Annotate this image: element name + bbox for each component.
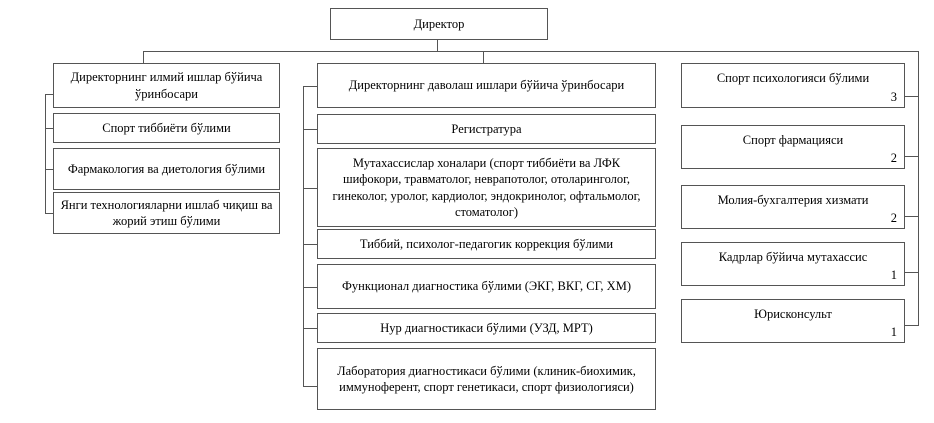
- node-left-2: Фармакология ва диетология бўлими: [53, 148, 280, 190]
- node-center-1: Регистратура: [317, 114, 656, 144]
- node-label: Фармакология ва диетология бўлими: [67, 161, 266, 176]
- connector-center-stub-1: [303, 129, 318, 130]
- connector-right-stub-3: [905, 272, 919, 273]
- connector-center-stub-0: [303, 86, 318, 87]
- connector-right-stub-2: [905, 216, 919, 217]
- node-label: Лаборатория диагностикаси бўлими (клиник…: [337, 363, 636, 395]
- node-count: 2: [890, 150, 897, 165]
- connector-center-stub-2: [303, 188, 318, 189]
- node-left-3: Янги технологияларни ишлаб чиқиш ва жори…: [53, 192, 280, 234]
- node-center-4: Функционал диагностика бўлими (ЭКГ, ВКГ,…: [317, 264, 656, 309]
- connector-main-bus: [143, 51, 919, 52]
- connector-left-stub-2: [45, 169, 54, 170]
- node-count: 1: [890, 267, 897, 282]
- node-label: Янги технологияларни ишлаб чиқиш ва жори…: [60, 197, 273, 229]
- node-center-2: Мутахассислар хоналари (спорт тиббиёти в…: [317, 148, 656, 227]
- node-center-3: Тиббий, психолог-педагогик коррекция бўл…: [317, 229, 656, 259]
- node-left-0: Директорнинг илмий ишлар бўйича ўринбоса…: [53, 63, 280, 108]
- connector-center-stub-5: [303, 328, 318, 329]
- node-right-2: Молия-бухгалтерия хизмати 2: [681, 185, 905, 229]
- node-count: 2: [890, 210, 897, 225]
- node-count: 1: [890, 324, 897, 339]
- node-count: 3: [890, 89, 897, 104]
- node-label: Директорнинг илмий ишлар бўйича ўринбоса…: [70, 70, 263, 101]
- node-right-4: Юрисконсульт 1: [681, 299, 905, 343]
- node-label: Спорт психологияси бўлими: [716, 71, 870, 85]
- node-label: Нур диагностикаси бўлими (УЗД, МРТ): [380, 320, 593, 335]
- connector-center-stub-4: [303, 287, 318, 288]
- connector-bus-to-center-branch: [483, 51, 484, 63]
- connector-director-drop: [437, 40, 438, 51]
- node-label: Тиббий, психолог-педагогик коррекция бўл…: [359, 236, 614, 251]
- node-center-5: Нур диагностикаси бўлими (УЗД, МРТ): [317, 313, 656, 343]
- node-director: Директор: [330, 8, 548, 40]
- node-label: Кадрлар бўйича мутахассис: [718, 250, 868, 264]
- node-right-1: Спорт фармацияси 2: [681, 125, 905, 169]
- connector-left-stub-1: [45, 128, 54, 129]
- node-right-3: Кадрлар бўйича мутахассис 1: [681, 242, 905, 286]
- connector-left-stub-3: [45, 213, 54, 214]
- node-label: Директорнинг даволаш ишлари бўйича ўринб…: [348, 78, 625, 93]
- node-center-6: Лаборатория диагностикаси бўлими (клиник…: [317, 348, 656, 410]
- node-center-0: Директорнинг даволаш ишлари бўйича ўринб…: [317, 63, 656, 108]
- node-label: Мутахассислар хоналари (спорт тиббиёти в…: [332, 155, 641, 220]
- node-label: Молия-бухгалтерия хизмати: [717, 193, 869, 207]
- connector-bus-to-right-branch: [918, 51, 919, 325]
- node-left-1: Спорт тиббиёти бўлими: [53, 113, 280, 143]
- node-right-0: Спорт психологияси бўлими 3: [681, 63, 905, 108]
- connector-left-spine: [45, 94, 46, 213]
- node-label: Регистратура: [451, 121, 522, 136]
- connector-right-stub-1: [905, 156, 919, 157]
- connector-right-stub-0: [905, 96, 919, 97]
- node-label: Спорт тиббиёти бўлими: [102, 120, 231, 135]
- node-label: Функционал диагностика бўлими (ЭКГ, ВКГ,…: [342, 279, 631, 294]
- connector-left-stub-0: [45, 94, 54, 95]
- connector-center-stub-6: [303, 386, 318, 387]
- connector-center-spine: [303, 86, 304, 386]
- connector-right-stub-4: [905, 325, 919, 326]
- node-label: Спорт фармацияси: [742, 133, 844, 147]
- connector-center-stub-3: [303, 244, 318, 245]
- connector-bus-to-left-branch: [143, 51, 144, 63]
- node-label: Директор: [413, 16, 465, 31]
- node-label: Юрисконсульт: [754, 307, 832, 321]
